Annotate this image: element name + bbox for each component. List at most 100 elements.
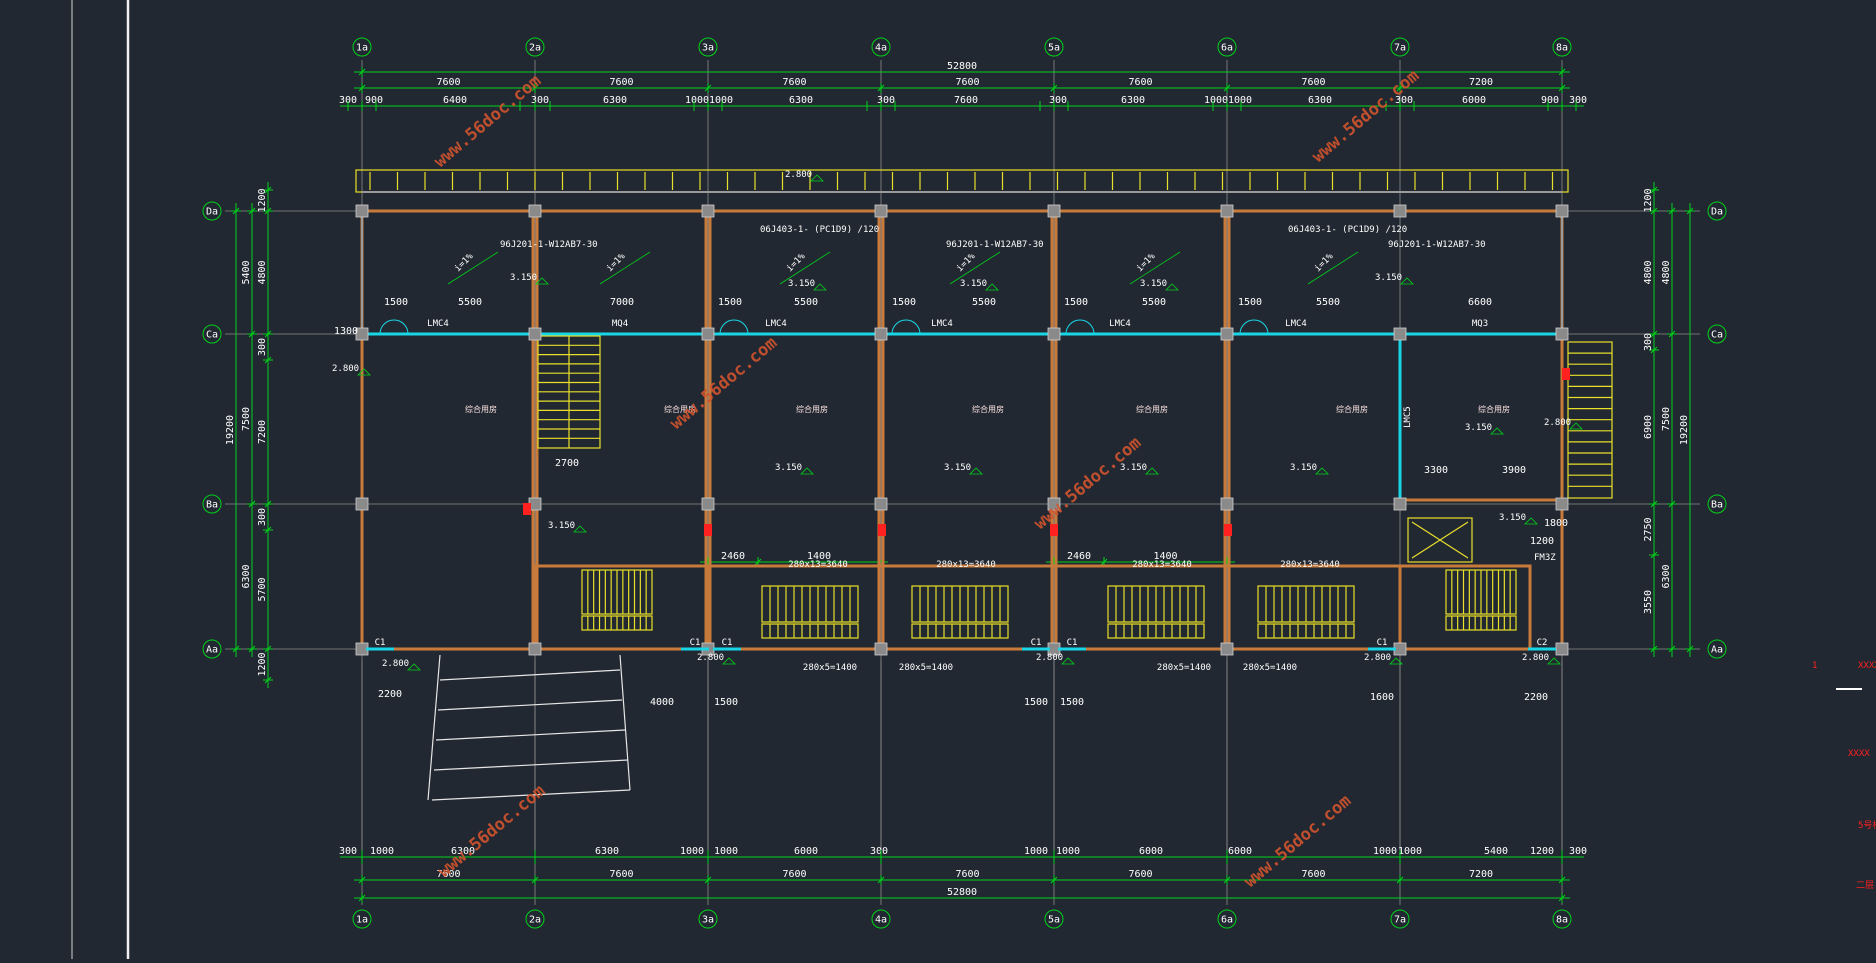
column (701, 497, 715, 511)
misc-dimension: 1600 (1370, 692, 1394, 703)
window-tag: C1 (375, 638, 386, 648)
column (528, 204, 542, 218)
axis-label: 8a (1556, 43, 1568, 54)
column (355, 204, 369, 218)
sub-dimension: 300 (339, 846, 357, 857)
slope-note: i=1% (605, 251, 628, 274)
sub-dimension: 300 (1395, 95, 1413, 106)
door-tag: LMC4 (765, 319, 787, 329)
axis-label: 2a (529, 915, 541, 926)
stair-dimension: 280x5=1400 (803, 663, 857, 673)
elevation-mark: 3.150 (788, 279, 815, 289)
axis-bubble-5a (1044, 909, 1064, 929)
sub-dimension: 1000 (709, 95, 733, 106)
spec-note: 96J201-1-W12AB7-30 (500, 240, 598, 250)
overall-dimension: 52800 (947, 887, 977, 898)
misc-dimension: 1200 (1530, 536, 1554, 547)
misc-dimension: 3300 (1424, 465, 1448, 476)
elevation-mark: 3.150 (1290, 463, 1317, 473)
slope-note: i=1% (1313, 251, 1336, 274)
spec-note: 96J201-1-W12AB7-30 (946, 240, 1044, 250)
left-dimension: 300 (257, 508, 268, 526)
column (1555, 642, 1569, 656)
right-dimension: 6300 (1661, 564, 1672, 588)
watermark: www.56doc.com (1240, 791, 1355, 892)
window-tag: C1 (1067, 638, 1078, 648)
axis-bubble-8a (1552, 909, 1572, 929)
axis-label: 5a (1048, 915, 1060, 926)
axis-label: Ca (206, 330, 218, 341)
column (874, 204, 888, 218)
sub-dimension: 900 (365, 95, 383, 106)
axis-label: 1a (356, 915, 368, 926)
axis-bubble-Aa (202, 639, 222, 659)
door-tag: FM3Z (1534, 553, 1556, 563)
column (355, 497, 369, 511)
column (1555, 497, 1569, 511)
watermark: www.56doc.com (1308, 66, 1423, 167)
misc-dimension: 5500 (794, 297, 818, 308)
misc-dimension: 1400 (1153, 551, 1177, 562)
axis-label: 2a (529, 43, 541, 54)
axis-bubble-1a (352, 37, 372, 57)
axis-bubble-Da (202, 201, 222, 221)
sub-dimension: 300 (1049, 95, 1067, 106)
window-tag: C1 (722, 638, 733, 648)
axis-label: 3a (702, 43, 714, 54)
axis-bubble-Ba (1707, 494, 1727, 514)
elevation-mark: 3.150 (1375, 273, 1402, 283)
misc-dimension: 5500 (1142, 297, 1166, 308)
title-block-text: XXXX (1858, 661, 1876, 671)
sub-dimension: 6400 (443, 95, 467, 106)
axis-label: Aa (1711, 645, 1723, 656)
axis-bubble-6a (1217, 37, 1237, 57)
stair-dimension: 280x5=1400 (1157, 663, 1211, 673)
bay-dimension: 7600 (1301, 77, 1325, 88)
axis-bubble-Aa (1707, 639, 1727, 659)
column (355, 327, 369, 341)
slope-note: i=1% (955, 251, 978, 274)
watermark: www.56doc.com (434, 781, 549, 882)
misc-dimension: 1800 (1544, 518, 1568, 529)
elevation-mark: 2.800 (785, 170, 812, 180)
axis-bubble-6a (1217, 909, 1237, 929)
sub-dimension: 6300 (789, 95, 813, 106)
misc-dimension: 1500 (1238, 297, 1262, 308)
column (1220, 642, 1234, 656)
sub-dimension: 300 (1569, 846, 1587, 857)
lift-box (1407, 517, 1473, 563)
left-dimension: 7500 (241, 407, 252, 431)
misc-dimension: 2200 (1524, 692, 1548, 703)
misc-dimension: 1500 (714, 697, 738, 708)
misc-dimension: 1400 (807, 551, 831, 562)
left-dimension: 300 (257, 338, 268, 356)
sub-dimension: 6300 (1308, 95, 1332, 106)
column (528, 327, 542, 341)
sub-dimension: 300 (339, 95, 357, 106)
bay-dimension: 7600 (609, 869, 633, 880)
door-tag: LMC5 (1403, 406, 1413, 428)
sub-dimension: 6000 (794, 846, 818, 857)
right-dimension: 4800 (1643, 260, 1654, 284)
overall-dimension: 52800 (947, 61, 977, 72)
axis-label: 8a (1556, 915, 1568, 926)
sub-dimension: 300 (870, 846, 888, 857)
elevation-mark: 3.150 (1140, 279, 1167, 289)
room-name: 综合用房 (664, 404, 696, 414)
axis-label: Ca (1711, 330, 1723, 341)
right-dimension: 1200 (1643, 188, 1654, 212)
axis-label: 6a (1221, 915, 1233, 926)
bay-dimension: 7200 (1469, 77, 1493, 88)
elevation-mark: 3.150 (1499, 513, 1526, 523)
sub-dimension: 1000 (1373, 846, 1397, 857)
axis-bubble-2a (525, 909, 545, 929)
spec-note: 06J403-1- (PC1D9) /120 (1288, 225, 1407, 235)
axis-bubble-4a (871, 37, 891, 57)
elevation-mark: 3.150 (944, 463, 971, 473)
misc-dimension: 2460 (1067, 551, 1091, 562)
column (1220, 204, 1234, 218)
misc-dimension: 1300 (334, 326, 358, 337)
